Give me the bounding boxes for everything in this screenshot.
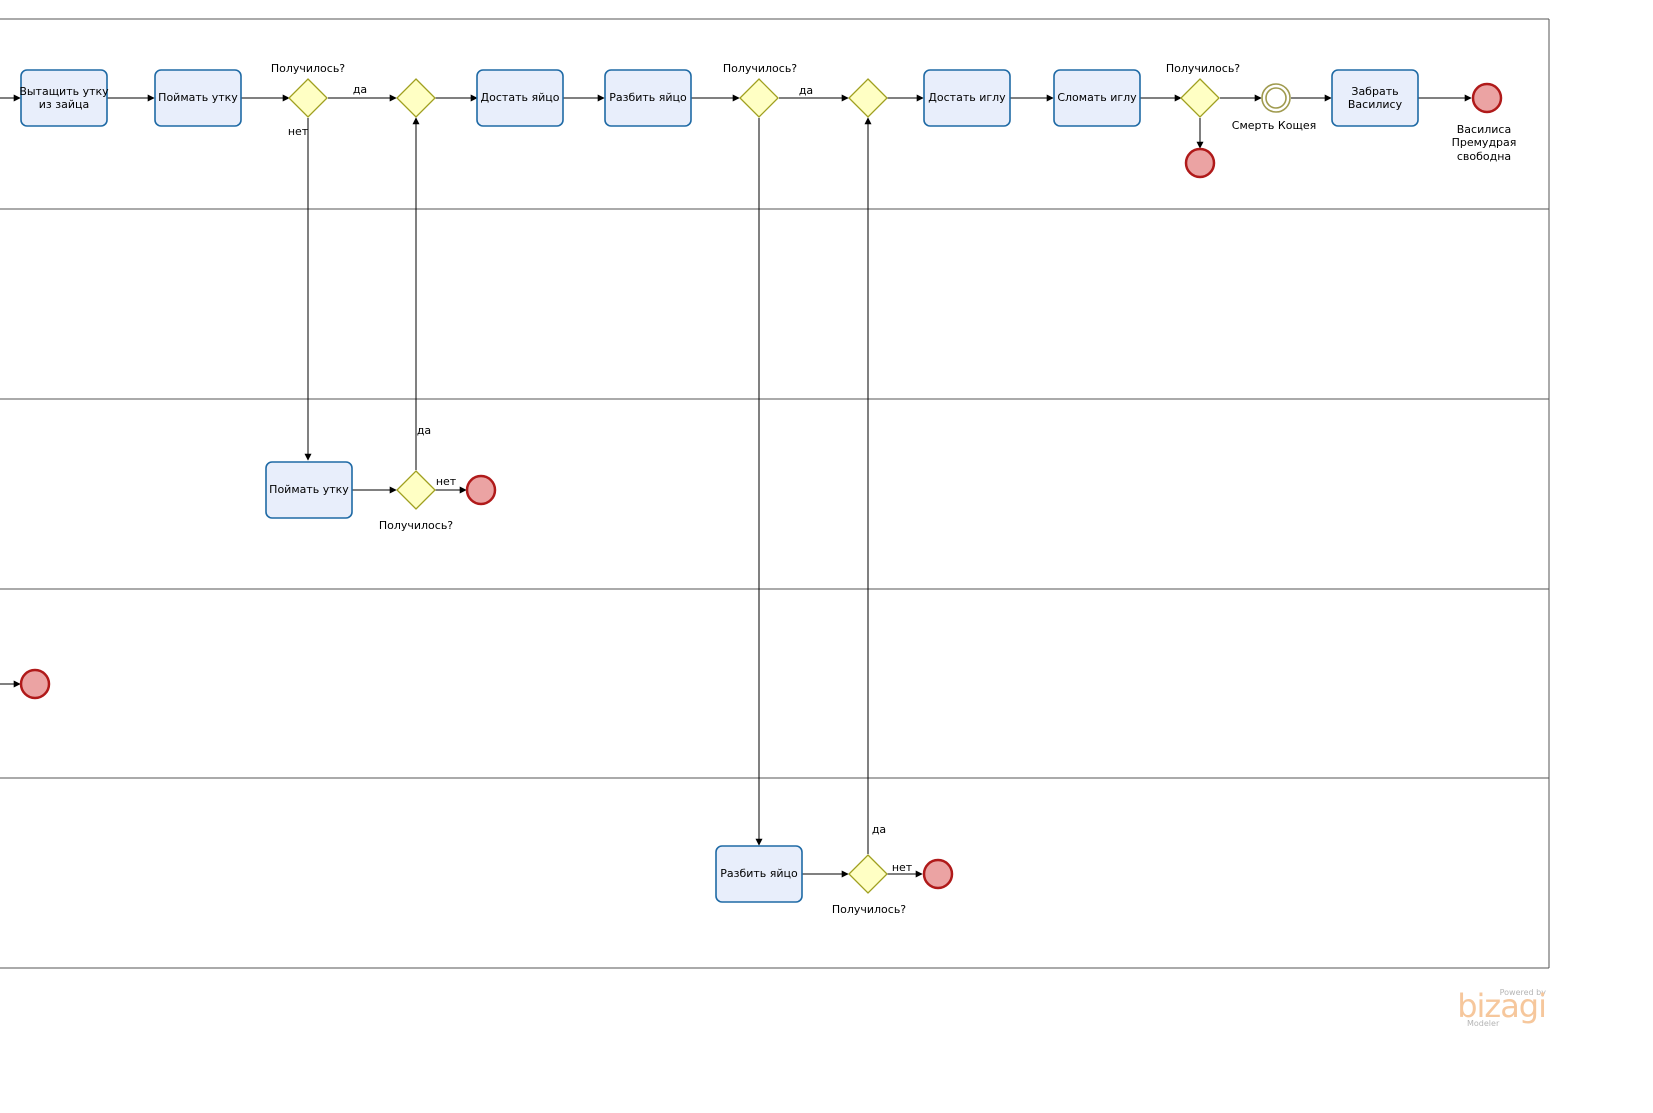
intermediate-event[interactable] bbox=[1261, 83, 1291, 113]
gateway-g1-label: Получилось? bbox=[271, 62, 345, 75]
flow-label-no-g6: нет bbox=[436, 475, 457, 488]
task-t3-label: Достать яйцо bbox=[481, 91, 560, 104]
gateway-g5[interactable] bbox=[1180, 78, 1220, 118]
sequence-flows bbox=[0, 94, 1472, 878]
end-event-g5-fail[interactable] bbox=[1184, 147, 1216, 179]
pool bbox=[0, 18, 1550, 969]
task-t8-label: Поймать утку bbox=[269, 483, 349, 496]
gateway-g6[interactable] bbox=[396, 470, 436, 510]
bizagi-logo: bizagi bbox=[1457, 987, 1546, 1025]
task-t1-label-line1: Вытащить утку bbox=[19, 85, 109, 98]
end-event-lane4[interactable] bbox=[19, 668, 51, 700]
flow-label-yes-g1: да bbox=[353, 83, 367, 96]
end-event-main-label-line2: Премудрая bbox=[1452, 136, 1517, 149]
task-t6-label: Сломать иглу bbox=[1057, 91, 1137, 104]
flow-label-yes-g8: да bbox=[872, 823, 886, 836]
bizagi-branding: Powered by bizagi Modeler bbox=[1457, 987, 1547, 1028]
end-event-main-label-line1: Василиса bbox=[1457, 123, 1511, 136]
end-event-g8-fail[interactable] bbox=[922, 858, 954, 890]
gateway-g1[interactable] bbox=[288, 78, 328, 118]
gateway-g8[interactable] bbox=[848, 854, 888, 894]
flow-label-yes-g6: да bbox=[417, 424, 431, 437]
task-t4-label: Разбить яйцо bbox=[609, 91, 687, 104]
task-t8[interactable]: Поймать утку bbox=[265, 461, 353, 519]
task-t5-label: Достать иглу bbox=[928, 91, 1006, 104]
flow-label-yes-g3: да bbox=[799, 84, 813, 97]
task-t7-label-line2: Василису bbox=[1348, 98, 1403, 111]
powered-by-text: Powered by bbox=[1500, 988, 1547, 997]
flow-label-no-g1: нет bbox=[288, 125, 309, 138]
gateway-g2[interactable] bbox=[396, 78, 436, 118]
task-t1-label-line2: из зайца bbox=[39, 98, 89, 111]
task-t1[interactable]: Вытащить утку из зайца bbox=[19, 69, 109, 127]
task-t9[interactable]: Разбить яйцо bbox=[715, 845, 803, 903]
task-t7-label-line1: Забрать bbox=[1351, 85, 1398, 98]
gateway-g6-label: Получилось? bbox=[379, 519, 453, 532]
modeler-text: Modeler bbox=[1467, 1019, 1500, 1028]
task-t2-label: Поймать утку bbox=[158, 91, 238, 104]
task-t7[interactable]: Забрать Василису bbox=[1331, 69, 1419, 127]
task-t3[interactable]: Достать яйцо bbox=[476, 69, 564, 127]
task-t4[interactable]: Разбить яйцо bbox=[604, 69, 692, 127]
end-event-main-label-line3: свободна bbox=[1457, 150, 1511, 163]
end-event-g6-fail[interactable] bbox=[465, 474, 497, 506]
task-t5[interactable]: Достать иглу bbox=[923, 69, 1011, 127]
gateway-g4[interactable] bbox=[848, 78, 888, 118]
end-event-main[interactable] bbox=[1471, 82, 1503, 114]
gateway-g3[interactable] bbox=[739, 78, 779, 118]
gateway-g8-label: Получилось? bbox=[832, 903, 906, 916]
task-t2[interactable]: Поймать утку bbox=[154, 69, 242, 127]
intermediate-event-label: Смерть Кощея bbox=[1232, 119, 1316, 132]
flow-label-no-g8: нет bbox=[892, 861, 913, 874]
gateway-g3-label: Получилось? bbox=[723, 62, 797, 75]
gateway-g5-label: Получилось? bbox=[1166, 62, 1240, 75]
task-t6[interactable]: Сломать иглу bbox=[1053, 69, 1141, 127]
task-t9-label: Разбить яйцо bbox=[720, 867, 798, 880]
